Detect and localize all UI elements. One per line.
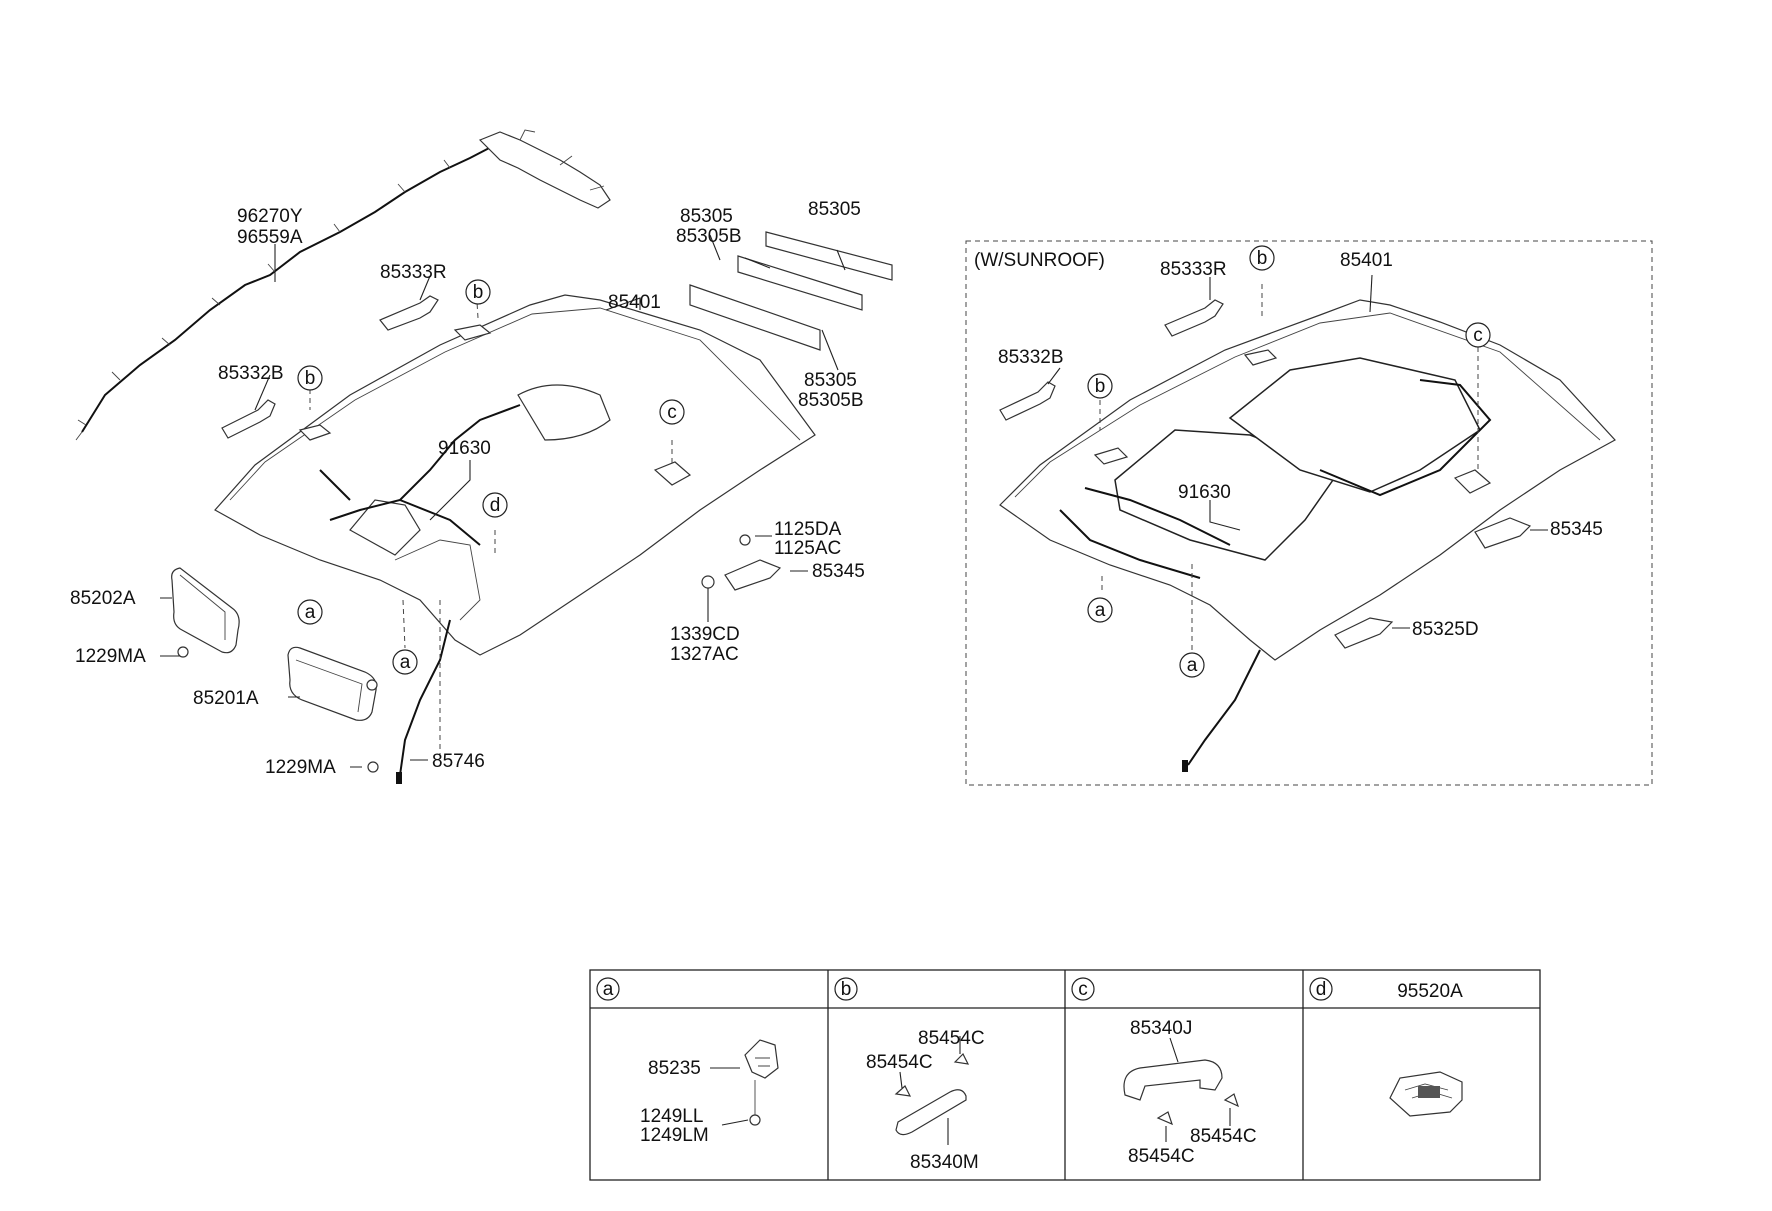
label-85305b-bottom: 85305B — [798, 390, 864, 411]
svg-text:b: b — [1257, 248, 1268, 269]
label-85345: 85345 — [1550, 519, 1603, 540]
bracket-85332b — [221, 399, 276, 439]
label-85340j: 85340J — [1130, 1018, 1192, 1039]
svg-text:d: d — [490, 495, 501, 516]
svg-text:c: c — [667, 402, 677, 423]
label-95520a: 95520A — [1397, 981, 1463, 1002]
label-85305-bottom: 85305 — [804, 370, 857, 391]
sunroof-leader-lines — [1047, 274, 1548, 650]
label-1327ac: 1327AC — [670, 644, 739, 665]
label-85746: 85746 — [432, 751, 485, 772]
label-96270y: 96270Y — [237, 206, 303, 227]
svg-text:a: a — [1095, 600, 1106, 621]
label-1249ll: 1249LL — [640, 1106, 703, 1127]
curtain-harness — [75, 129, 611, 441]
table-header-a: a — [596, 977, 620, 1001]
callout-c: c — [659, 399, 685, 425]
label-85305-top: 85305 — [808, 199, 861, 220]
svg-text:b: b — [473, 282, 484, 303]
label-85332b: 85332B — [218, 363, 284, 384]
table-header-d: d 95520A — [1309, 977, 1463, 1002]
main-labels: 96270Y 96559A 85333R 85332B 85305 85305B… — [70, 199, 865, 778]
svg-text:c: c — [1078, 979, 1088, 1000]
callout-d: d — [482, 492, 508, 518]
sunroof-bracket-85345 — [1474, 517, 1532, 549]
sunroof-labels: 85333R 85401 85332B 91630 85345 85325D — [998, 250, 1603, 640]
sunvisor-left — [287, 646, 379, 773]
table-header-b: b — [834, 977, 858, 1001]
sunroof-bracket-85333r — [1164, 299, 1224, 337]
label-85305b: 85305B — [676, 226, 742, 247]
bracket-85345 — [701, 534, 782, 591]
label-1229ma-right: 1229MA — [75, 646, 146, 667]
cell-c: 85340J 85454C 85454C — [1123, 1018, 1257, 1167]
cell-d — [1389, 1071, 1463, 1117]
label-85454c-bottom: 85454C — [1128, 1146, 1195, 1167]
svg-text:a: a — [400, 652, 411, 673]
cell-a: 85235 1249LL 1249LM — [640, 1039, 779, 1146]
main-callouts: a a b b c d — [297, 279, 685, 675]
label-85235: 85235 — [648, 1058, 701, 1079]
sunroof-frame — [965, 240, 1653, 786]
label-85454c-right: 85454C — [1190, 1126, 1257, 1147]
headlining-panel — [214, 294, 816, 784]
svg-text:b: b — [305, 368, 316, 389]
callout-c: c — [1465, 322, 1491, 348]
cell-b: 85454C 85454C 85340M — [866, 1028, 985, 1173]
label-1249lm: 1249LM — [640, 1125, 709, 1146]
label-85454c-top: 85454C — [918, 1028, 985, 1049]
label-91630: 91630 — [1178, 482, 1231, 503]
sunvisor-right — [171, 567, 240, 658]
label-85202a: 85202A — [70, 588, 136, 609]
callout-b: b — [1087, 373, 1113, 399]
leader-lines — [160, 234, 846, 768]
label-85333r: 85333R — [1160, 259, 1227, 280]
sunroof-strips — [689, 231, 893, 351]
detail-table: a b c d 95520A 85235 1249LL 1249LM — [589, 969, 1541, 1181]
label-1339cd: 1339CD — [670, 624, 740, 645]
svg-text:b: b — [841, 979, 852, 1000]
label-1229ma-left: 1229MA — [265, 757, 336, 778]
label-1125ac: 1125AC — [774, 538, 841, 559]
label-85401: 85401 — [1340, 250, 1393, 271]
sunroof-bracket-85325d — [1334, 617, 1394, 649]
label-85325d: 85325D — [1412, 619, 1479, 640]
callout-a: a — [297, 599, 323, 625]
label-85332b: 85332B — [998, 347, 1064, 368]
label-96559a: 96559A — [237, 227, 303, 248]
callout-b: b — [1249, 245, 1275, 271]
label-85305: 85305 — [680, 206, 733, 227]
sunroof-callouts: a a b b c — [1087, 245, 1491, 678]
label-85333r: 85333R — [380, 262, 447, 283]
label-85201a: 85201A — [193, 688, 259, 709]
svg-text:c: c — [1473, 325, 1483, 346]
callout-b: b — [297, 365, 323, 391]
svg-text:b: b — [1095, 376, 1106, 397]
label-85454c-left: 85454C — [866, 1052, 933, 1073]
callout-a: a — [1087, 597, 1113, 623]
label-1125da: 1125DA — [774, 519, 842, 540]
table-header-c: c — [1071, 977, 1095, 1001]
svg-text:a: a — [305, 602, 316, 623]
label-91630: 91630 — [438, 438, 491, 459]
callout-b: b — [465, 279, 491, 305]
main-diagram: a a b b c d 9627 — [70, 129, 893, 784]
label-85340m: 85340M — [910, 1152, 979, 1173]
sunroof-bracket-85332b — [999, 381, 1056, 421]
sunroof-title: (W/SUNROOF) — [974, 250, 1105, 271]
svg-text:a: a — [603, 979, 614, 1000]
label-85345: 85345 — [812, 561, 865, 582]
callout-a: a — [1179, 652, 1205, 678]
bracket-85333r — [379, 295, 439, 331]
sunroof-diagram: (W/SUNROOF) — [965, 240, 1653, 786]
sunroof-headlining-panel — [999, 299, 1616, 772]
label-85401: 85401 — [608, 292, 661, 313]
callout-a: a — [392, 649, 418, 675]
svg-text:d: d — [1316, 979, 1327, 1000]
svg-text:a: a — [1187, 655, 1198, 676]
